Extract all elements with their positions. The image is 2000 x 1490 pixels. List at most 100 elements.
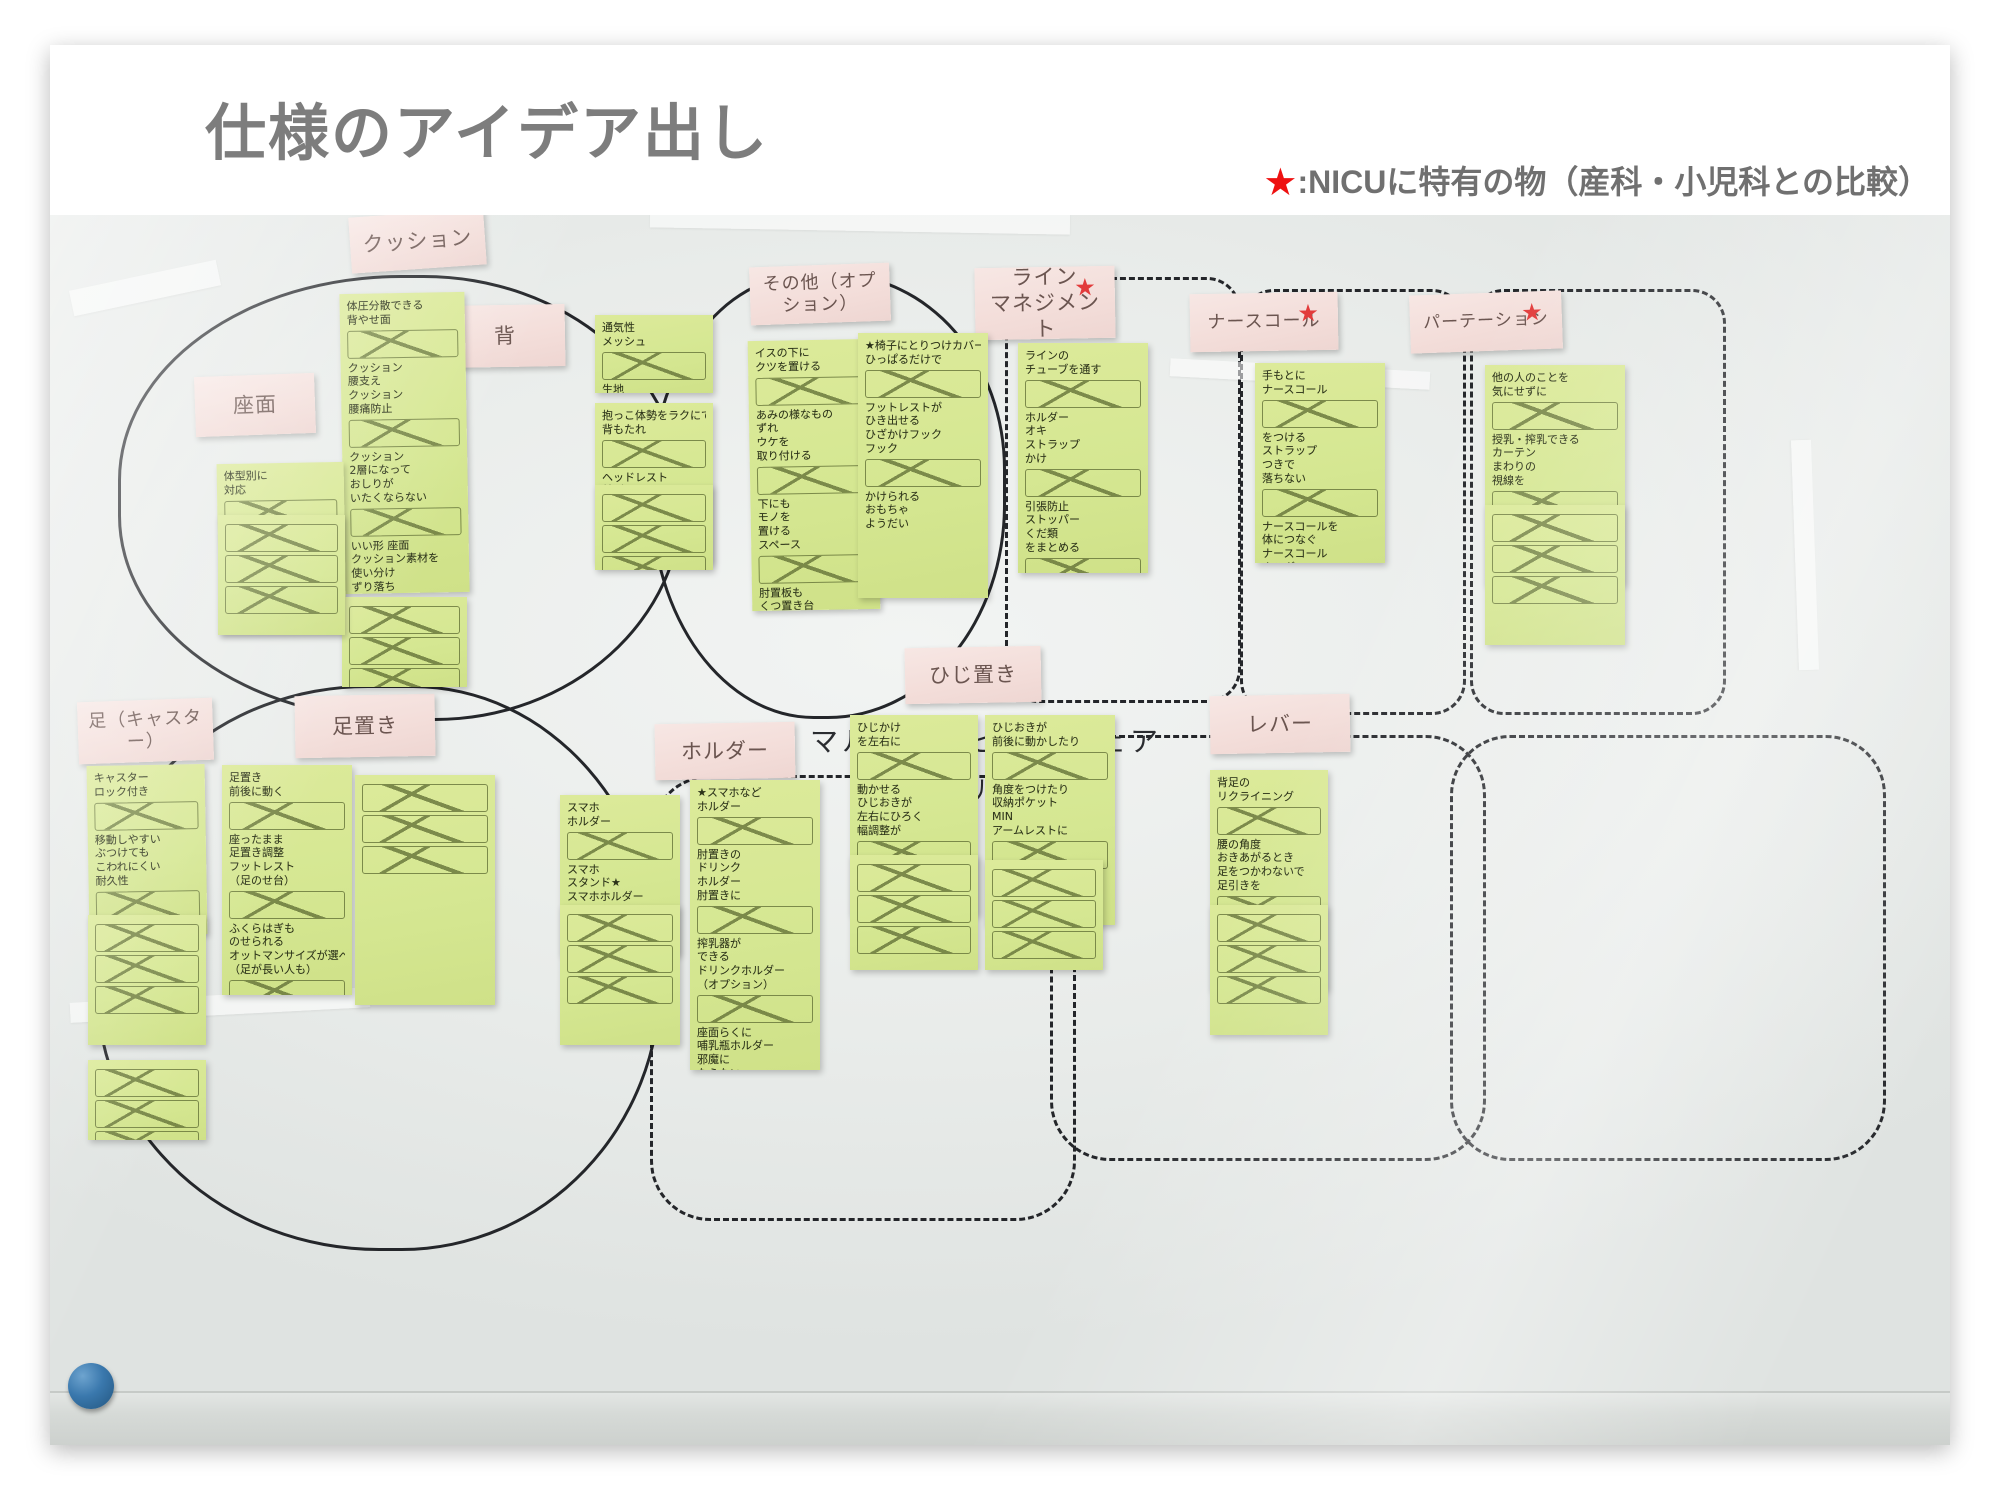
chair-sketch-icon [602,439,706,468]
category-label-nurse-call[interactable]: ナースコール [1189,291,1339,353]
blue-magnet-icon [68,1363,114,1409]
chair-sketch-icon [225,586,338,614]
idea-note-line: （オプション） [697,977,774,991]
group-outline-partition [1470,289,1726,715]
idea-note-line: 動かせる [857,782,901,796]
chair-sketch-icon [1217,945,1321,973]
chair-sketch-icon [567,945,673,973]
category-label-footrest[interactable]: 足置き [294,693,436,759]
idea-note-line: 足引きを [1217,878,1261,892]
chair-sketch-icon [567,831,673,860]
idea-note-line: 耐久性 [95,874,129,888]
idea-note-extra[interactable] [355,775,495,1005]
category-label-line-management[interactable]: ライン マネジメント [974,265,1116,341]
idea-note-line: 背やせ面 [346,312,391,327]
idea-note-line: 哺乳瓶ホルダー [697,1039,774,1053]
idea-note-line: フットレスト [229,860,295,873]
idea-note[interactable]: 通気性メッシュ生地 [595,315,713,393]
idea-note[interactable]: 手もとにナースコールをつけるストラップつきで落ちないナースコールを体につなぐナー… [1255,363,1385,563]
chair-sketch-icon [857,751,971,780]
idea-note-line: 授乳・搾乳できる [1492,432,1580,446]
idea-note-line: スタンド★ [567,876,621,890]
chair-sketch-icon [229,890,345,919]
idea-note-line: フットレストが [865,400,942,414]
idea-note-line: 落ちない [1262,471,1306,485]
chair-sketch-icon [1492,576,1618,604]
idea-note-line: つきで [1262,458,1295,471]
chair-sketch-icon [857,864,971,892]
idea-note[interactable]: ★スマホなどホルダー肘置きのドリンクホルダー肘置きに搾乳器ができるドリンクホルダ… [690,780,820,1070]
tape-strip [1790,439,1820,671]
idea-note-extra[interactable] [88,915,206,1045]
idea-note-line: チューブを通す [1025,362,1102,376]
chair-sketch-icon [95,1100,199,1128]
idea-note-line: ドリンクホルダー [697,964,785,977]
idea-note-line: まわりの [1492,460,1536,473]
idea-note-line: 収納ポケット [992,796,1058,810]
chair-sketch-icon [755,375,870,406]
idea-note[interactable]: キャスターロック付き移動しやすいぶつけてもこわれにくい耐久性持ち運び用キャスター… [86,763,208,937]
idea-note-line: ひじおきが [992,721,1047,734]
category-label-lever[interactable]: レバー [1209,693,1351,755]
category-label-cushion[interactable]: クッション [348,215,487,274]
chair-sketch-icon [1262,488,1378,517]
chair-sketch-icon [602,525,706,553]
idea-note-extra[interactable] [1485,505,1625,645]
idea-note-line: かけ [1025,451,1047,465]
category-label-caster[interactable]: 足（キャスター） [76,697,215,765]
idea-note[interactable]: ★椅子にとりつけカバー付型ひっぱるだけでフットレストがひき出せるひざかけフックフ… [858,333,988,598]
idea-note-line: ようだい [865,517,909,530]
idea-note-line: 腰痛防止 [348,401,393,416]
idea-note-line: かけられる [865,489,920,503]
category-label-other[interactable]: その他（オプション） [749,262,891,326]
idea-note-line: を左右に [857,734,901,748]
chair-sketch-icon [602,351,706,380]
board-bottom-rail [50,1391,1950,1445]
idea-note-extra[interactable] [342,597,467,687]
category-label-armrest[interactable]: ひじ置き [904,645,1042,705]
idea-note-extra[interactable] [560,905,680,1045]
tape-strip [649,215,1071,235]
chair-sketch-icon [349,668,460,687]
idea-note-line: スマホ [567,862,600,876]
chair-sketch-icon [1025,557,1141,573]
idea-note-extra[interactable] [88,1060,206,1140]
chair-sketch-icon [697,905,813,934]
idea-note-line: 左右にひろく [857,810,923,823]
idea-note[interactable]: 足置き前後に動く座ったまま足置き調整フットレスト（足のせ台）ふくらはぎものせられ… [222,765,352,995]
idea-note-extra[interactable] [1210,905,1328,1035]
idea-note-line: オットマンサイズが選べる [229,949,345,962]
star-icon: ★ [1263,162,1298,204]
idea-note[interactable]: ラインのチューブを通すホルダーオキストラップかけ引張防止ストッパーくだ類をまとめ… [1018,343,1148,573]
idea-note-extra[interactable] [595,485,713,570]
group-outline-lever [1450,735,1886,1161]
idea-note-extra[interactable] [850,855,978,970]
category-label-partition[interactable]: パーテーション [1409,290,1563,354]
idea-note-line: 背足の [1217,776,1250,789]
idea-note-line: 搾乳器が [697,936,741,950]
idea-note-extra[interactable] [985,860,1103,970]
chair-sketch-icon [1217,914,1321,942]
idea-note-line: ★スマホなど [697,786,762,799]
category-label-holder[interactable]: ホルダー [654,721,796,781]
idea-note-line: 通気性 [602,321,635,334]
idea-note-line: 対応 [223,483,247,497]
idea-note-line: おもちゃ [865,503,909,517]
idea-note-extra[interactable] [218,515,345,635]
chair-sketch-icon [1492,545,1618,573]
idea-note-line: おきあがるとき [1217,851,1294,865]
category-label-seat[interactable]: 座面 [193,372,317,438]
chair-sketch-icon [1217,806,1321,835]
idea-note-line: のせられる [229,935,284,949]
idea-note-line: ならない [697,1067,813,1070]
idea-note-line: フック [865,441,898,455]
idea-note-line: クツを置ける [754,359,822,374]
chair-sketch-icon [758,553,873,584]
idea-note-line: ナースコールを [1262,519,1339,533]
idea-note-line: 取り付ける [756,448,812,463]
idea-note-line: アームレストに [992,823,1069,837]
idea-note-line: 腰の角度 [1217,837,1261,851]
chair-sketch-icon [567,914,673,942]
idea-note-line: ナースコール [1262,547,1328,560]
